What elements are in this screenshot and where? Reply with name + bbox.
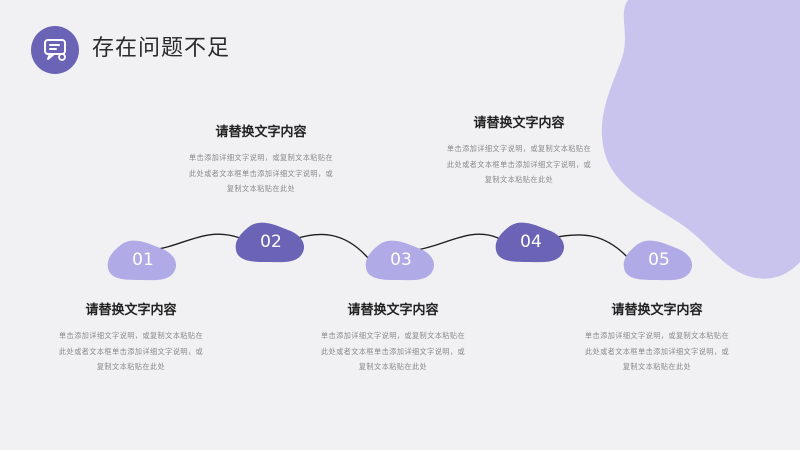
blob-shape — [107, 240, 177, 281]
step-node-02: 02 — [234, 220, 308, 264]
step-title: 请替换文字内容 — [473, 116, 565, 131]
step-node-04: 04 — [494, 220, 568, 264]
header-badge — [31, 26, 79, 74]
step-item-03: 请替换文字内容 单击添加详细文字说明，或复制文本粘贴在此处或者文本框单击添加详细… — [318, 302, 468, 375]
step-number: 03 — [390, 250, 412, 270]
step-number: 01 — [132, 250, 154, 270]
step-title: 请替换文字内容 — [611, 303, 703, 318]
step-body: 单击添加详细文字说明，或复制文本粘贴在此处或者文本框单击添加详细文字说明，或复制… — [58, 331, 204, 371]
step-node-03: 03 — [364, 238, 438, 282]
step-item-04: 请替换文字内容 单击添加详细文字说明，或复制文本粘贴在此处或者文本框单击添加详细… — [444, 115, 594, 188]
step-number: 05 — [648, 250, 670, 270]
blob-shape — [495, 222, 565, 263]
step-body: 单击添加详细文字说明，或复制文本粘贴在此处或者文本框单击添加详细文字说明，或复制… — [584, 331, 730, 371]
blob-shape — [235, 222, 305, 263]
step-item-05: 请替换文字内容 单击添加详细文字说明，或复制文本粘贴在此处或者文本框单击添加详细… — [582, 302, 732, 375]
step-number: 02 — [260, 232, 282, 252]
step-item-02: 请替换文字内容 单击添加详细文字说明，或复制文本粘贴在此处或者文本框单击添加详细… — [186, 124, 336, 197]
slide-title: 存在问题不足 — [92, 36, 231, 61]
screen-chat-icon — [44, 39, 66, 61]
step-title: 请替换文字内容 — [215, 125, 307, 140]
step-item-01: 请替换文字内容 单击添加详细文字说明，或复制文本粘贴在此处或者文本框单击添加详细… — [56, 302, 206, 375]
blob-shape — [365, 240, 435, 281]
blob-shape — [623, 240, 693, 281]
step-node-01: 01 — [106, 238, 180, 282]
step-number: 04 — [520, 232, 542, 252]
step-title: 请替换文字内容 — [347, 303, 439, 318]
step-body: 单击添加详细文字说明，或复制文本粘贴在此处或者文本框单击添加详细文字说明，或复制… — [188, 153, 334, 193]
step-node-05: 05 — [622, 238, 696, 282]
step-title: 请替换文字内容 — [85, 303, 177, 318]
step-body: 单击添加详细文字说明，或复制文本粘贴在此处或者文本框单击添加详细文字说明，或复制… — [446, 144, 592, 184]
step-body: 单击添加详细文字说明，或复制文本粘贴在此处或者文本框单击添加详细文字说明，或复制… — [320, 331, 466, 371]
